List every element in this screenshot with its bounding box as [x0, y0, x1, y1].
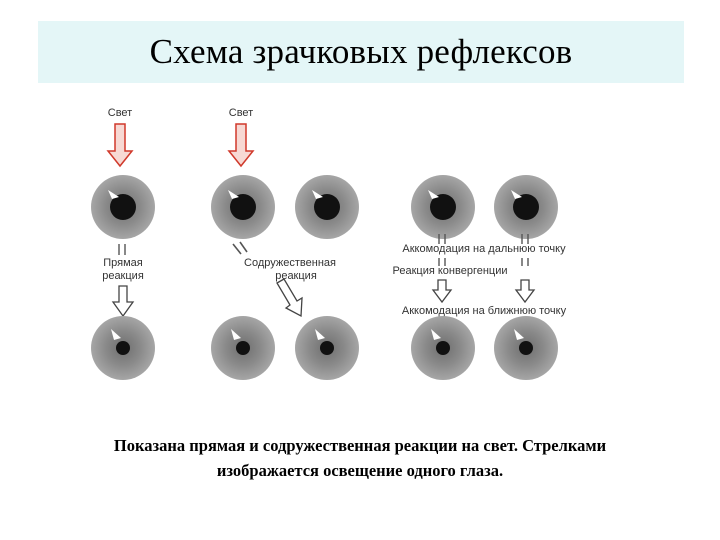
equals-mark-right-1: [438, 234, 446, 244]
light-arrow-middle: [227, 123, 255, 168]
eye-top-2: [211, 175, 275, 239]
eye-bottom-5: [494, 316, 558, 380]
caption-line-1: Показана прямая и содружественная реакци…: [113, 436, 607, 455]
caption-line-2: изображается освещение одного глаза.: [216, 461, 504, 480]
eye-bottom-4: [411, 316, 475, 380]
figure-caption: Показана прямая и содружественная реакци…: [40, 433, 680, 483]
pupillary-reflex-diagram: Свет Свет: [78, 94, 596, 406]
down-arrow-left: [111, 285, 135, 318]
down-arrow-right-2: [514, 279, 536, 304]
convergence-label: Реакция конвергенции: [393, 265, 508, 277]
title-banner: Схема зрачковых рефлексов: [38, 21, 684, 83]
eye-top-4: [411, 175, 475, 239]
equals-mark-right-3: [438, 258, 529, 266]
direct-reaction-label-line2: реакция: [102, 270, 144, 282]
consensual-reaction-label-line2: реакция: [275, 270, 317, 282]
equals-mark-right-2: [521, 234, 529, 244]
eye-bottom-1: [91, 316, 155, 380]
light-label-middle: Свет: [229, 107, 253, 119]
accommodation-far-label: Аккомодация на дальнюю точку: [402, 243, 566, 255]
eye-top-1: [91, 175, 155, 239]
consensual-reaction-label-line1: Содружественная: [244, 257, 336, 269]
down-arrow-right-1: [431, 279, 453, 304]
equals-mark-left: [118, 244, 126, 255]
eye-top-3: [295, 175, 359, 239]
eye-bottom-3: [295, 316, 359, 380]
light-arrow-left: [106, 123, 134, 168]
accommodation-near-label: Аккомодация на ближнюю точку: [402, 305, 567, 317]
equals-mark-middle: [232, 241, 248, 255]
direct-reaction-label-line1: Прямая: [103, 257, 143, 269]
page-title: Схема зрачковых рефлексов: [149, 32, 573, 71]
eye-top-5: [494, 175, 558, 239]
diagonal-arrow-consensual: [276, 278, 303, 318]
eye-bottom-2: [211, 316, 275, 380]
light-label-left: Свет: [108, 107, 132, 119]
